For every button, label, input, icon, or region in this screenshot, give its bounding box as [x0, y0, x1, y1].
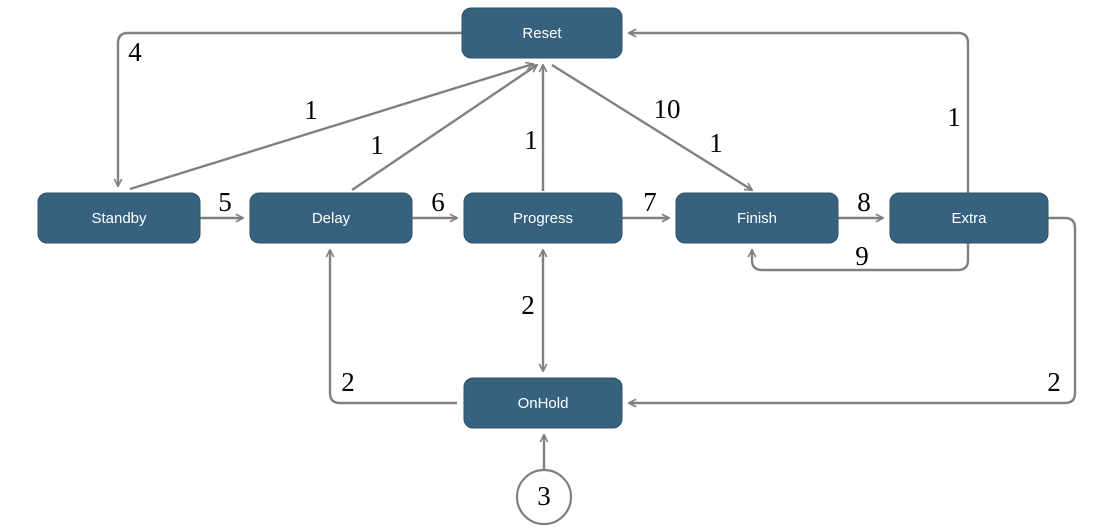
start-state-circle	[515, 468, 573, 526]
node-standby[interactable]: Standby	[37, 192, 201, 244]
edge-extra-finish-path	[752, 243, 970, 272]
edge-label-onhold-progress: 2	[521, 290, 535, 320]
edge-label-delay-progress: 6	[431, 187, 445, 217]
edge-label-extra-onhold: 2	[1047, 367, 1061, 397]
edge-reset-finish[interactable]: 10 1	[551, 63, 752, 190]
node-progress-label: Progress	[513, 210, 573, 227]
edge-reset-standby-path	[118, 31, 462, 186]
node-progress-rect	[463, 192, 623, 244]
edge-progress-reset[interactable]: 1	[524, 65, 543, 191]
node-standby-label: Standby	[91, 210, 147, 227]
node-progress[interactable]: Progress	[463, 192, 623, 244]
edge-extra-onhold[interactable]: 2	[629, 216, 1077, 403]
node-delay-rect	[249, 192, 413, 244]
edge-delay-progress[interactable]: 6	[412, 187, 457, 218]
edge-delay-reset[interactable]: 1	[351, 65, 537, 191]
node-reset[interactable]: Reset	[461, 7, 623, 59]
edge-onhold-delay[interactable]: 2	[330, 250, 457, 405]
edge-label-progress-finish: 7	[643, 187, 657, 217]
edge-extra-reset-path	[629, 33, 970, 193]
edge-label-standby-delay: 5	[218, 187, 232, 217]
edge-label-extra-finish: 9	[855, 241, 869, 271]
start-state-label: 3	[537, 481, 551, 511]
edge-reset-finish-path	[551, 63, 752, 190]
edge-label-finish-extra: 8	[857, 187, 871, 217]
edge-standby-reset[interactable]: 1	[129, 64, 533, 191]
edge-label-progress-reset: 1	[524, 125, 538, 155]
edge-label-reset-standby: 4	[128, 37, 142, 67]
edge-label-finish-reset: 1	[709, 128, 723, 158]
node-finish[interactable]: Finish	[675, 192, 839, 244]
node-onhold[interactable]: OnHold	[463, 377, 623, 429]
node-onhold-rect	[463, 377, 623, 429]
start-state-marker[interactable]: 3	[515, 468, 573, 526]
edge-reset-standby[interactable]: 4	[118, 31, 462, 186]
edge-layer: 4 1 1 1 10 1	[118, 31, 1077, 470]
node-standby-rect	[37, 192, 201, 244]
edge-finish-extra[interactable]: 8	[838, 187, 883, 218]
node-layer: Reset Standby Delay Progress Finish Extr	[37, 7, 1049, 526]
edge-extra-onhold-path	[629, 216, 1077, 403]
node-delay-label: Delay	[312, 210, 351, 227]
edge-standby-delay[interactable]: 5	[200, 187, 243, 218]
edge-label-delay-reset: 1	[370, 130, 384, 160]
edge-standby-reset-path	[129, 64, 533, 191]
edge-onhold-progress[interactable]: 2	[521, 250, 543, 371]
node-extra-label: Extra	[951, 210, 987, 227]
node-extra-rect	[889, 192, 1049, 244]
edge-extra-reset[interactable]: 1	[629, 33, 970, 193]
edge-delay-reset-path	[351, 65, 537, 191]
edge-label-standby-reset: 1	[304, 95, 318, 125]
node-delay[interactable]: Delay	[249, 192, 413, 244]
node-onhold-label: OnHold	[518, 395, 569, 412]
edge-label-reset-finish: 10	[654, 94, 681, 124]
edge-label-onhold-delay: 2	[341, 367, 355, 397]
node-finish-rect	[675, 192, 839, 244]
edge-onhold-delay-path	[330, 250, 457, 405]
edge-label-extra-reset: 1	[947, 102, 961, 132]
node-reset-label: Reset	[522, 25, 562, 42]
node-reset-rect	[461, 7, 623, 59]
edge-progress-finish[interactable]: 7	[622, 187, 669, 218]
node-finish-label: Finish	[737, 210, 777, 227]
node-extra[interactable]: Extra	[889, 192, 1049, 244]
edge-extra-finish[interactable]: 9	[752, 241, 970, 272]
